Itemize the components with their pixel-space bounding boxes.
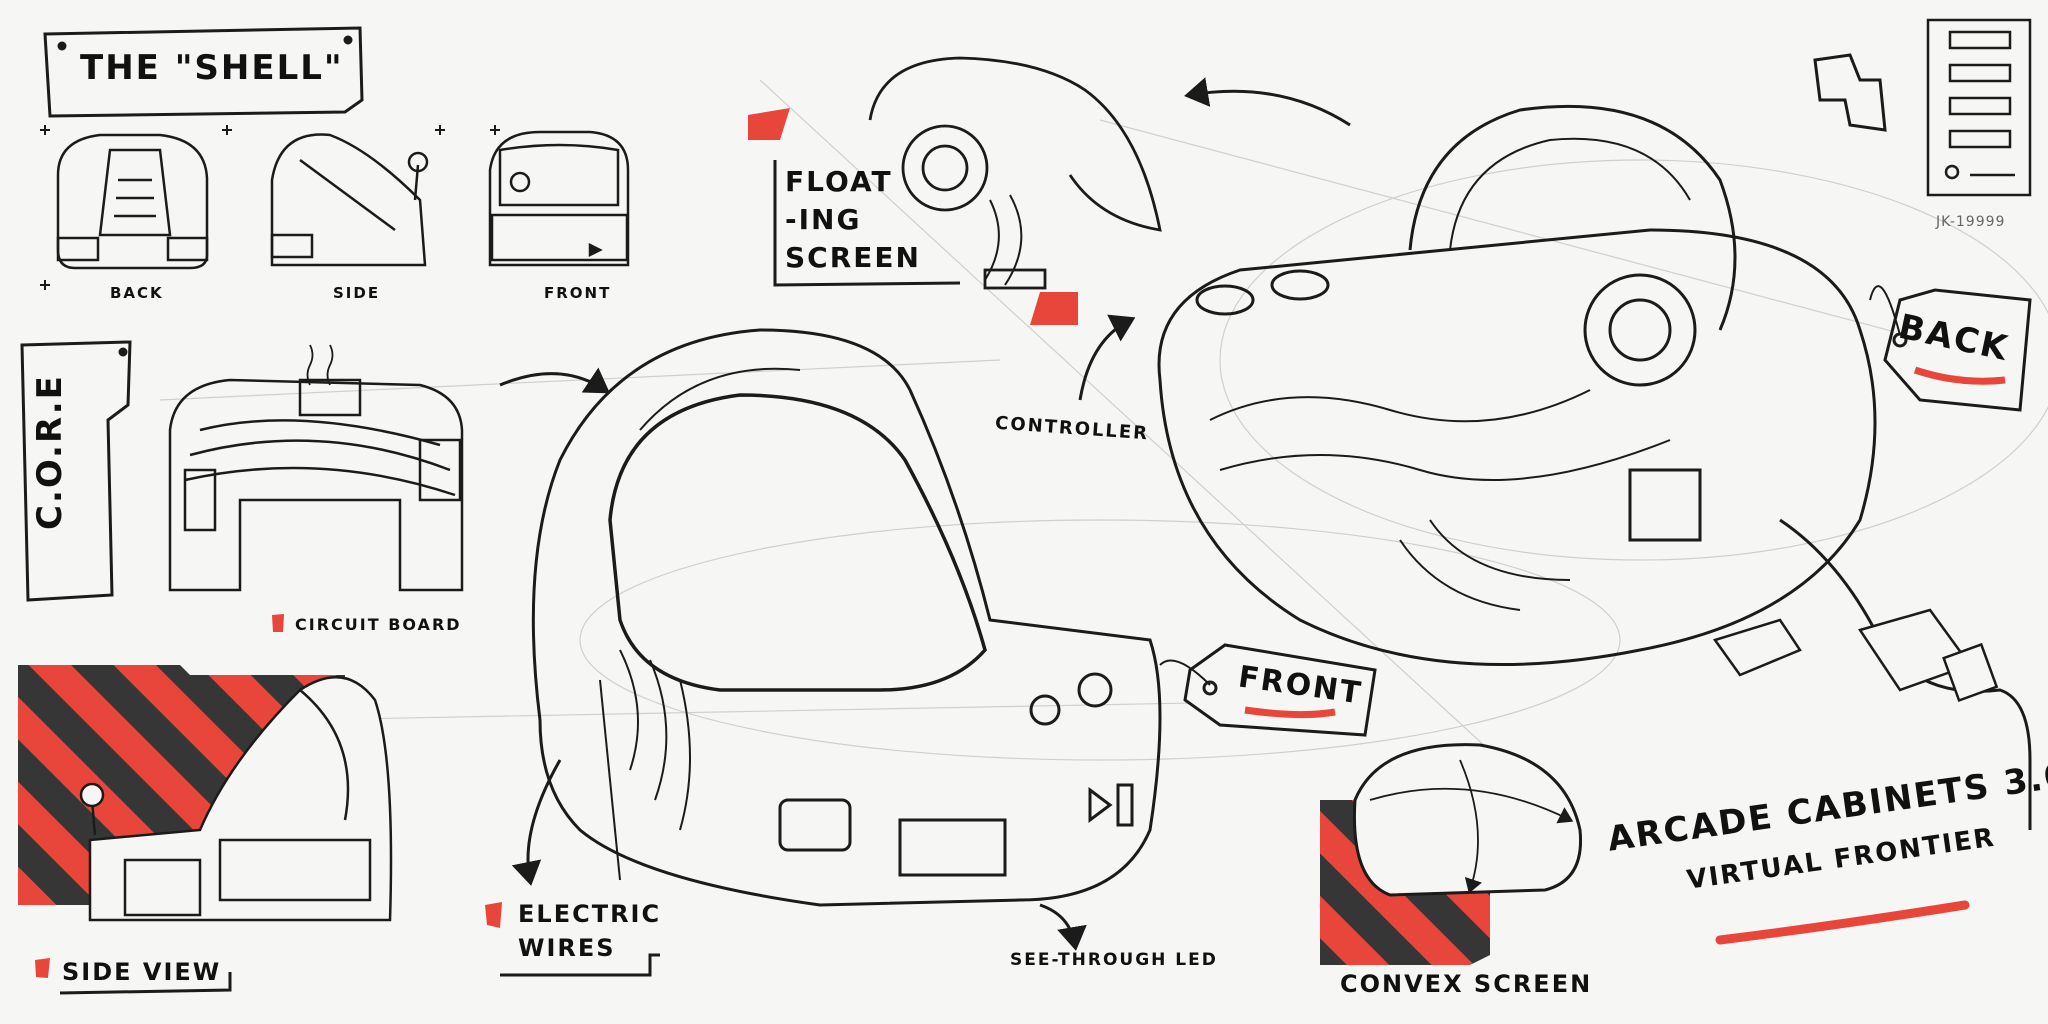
title-underline [1715, 900, 1970, 945]
circuit-board-label: CIRCUIT BOARD [295, 615, 462, 634]
shell-front-view [488, 130, 630, 267]
led-arrow-icon [1039, 903, 1087, 951]
core-heading-plate [20, 340, 132, 602]
construction-lines [159, 79, 2048, 761]
floating-label-3: SCREEN [785, 241, 921, 274]
shell-heading: THE "SHELL" [80, 48, 344, 88]
shell-back-view [56, 133, 209, 270]
core-heading: C.O.R.E [30, 374, 70, 530]
front-tag-icon [1159, 643, 1377, 737]
shell-view-side-label: SIDE [333, 284, 381, 302]
electric-wires-label-2: WIRES [518, 934, 616, 962]
shell-view-back-label: BACK [110, 284, 164, 302]
see-through-led-label: SEE-THROUGH LED [1010, 950, 1218, 970]
shell-heading-plate [43, 26, 364, 118]
core-arrow-icon [499, 367, 610, 394]
plug-drawing [1712, 608, 1999, 703]
side-view-drawing [79, 675, 393, 922]
top-arrow-icon [1184, 77, 1351, 127]
convex-screen-label: CONVEX SCREEN [1340, 970, 1593, 998]
front-cabinet-drawing [531, 328, 1162, 907]
floating-label-1: FLOAT [785, 165, 893, 198]
electric-wires-label-1: ELECTRIC [518, 900, 662, 928]
floating-screen-drawing [868, 56, 1162, 290]
label-frame-lines [59, 953, 660, 995]
side-view-label: SIDE VIEW [62, 958, 222, 986]
wires-arrow-icon [511, 759, 562, 886]
convex-screen-drawing [1352, 743, 1583, 897]
wires-accent-mark [485, 902, 502, 928]
shell-view-front-label: FRONT [544, 284, 612, 302]
back-cabinet-drawing [1157, 104, 1877, 667]
legend-box [1926, 18, 2032, 197]
sideview-accent-mark [35, 958, 50, 978]
corner-logo-icon [1813, 53, 1887, 132]
circuit-accent-mark [272, 614, 284, 632]
shell-side-view [270, 133, 429, 267]
floating-label-plate [748, 108, 1078, 325]
controller-arrow-icon [1078, 314, 1136, 401]
floating-label-2: -ING [785, 203, 862, 236]
back-tag-icon [1869, 285, 2032, 412]
artist-code: JK-19999 [1936, 214, 2006, 230]
core-circuit-board [168, 344, 464, 592]
view-registration-marks [40, 125, 500, 290]
